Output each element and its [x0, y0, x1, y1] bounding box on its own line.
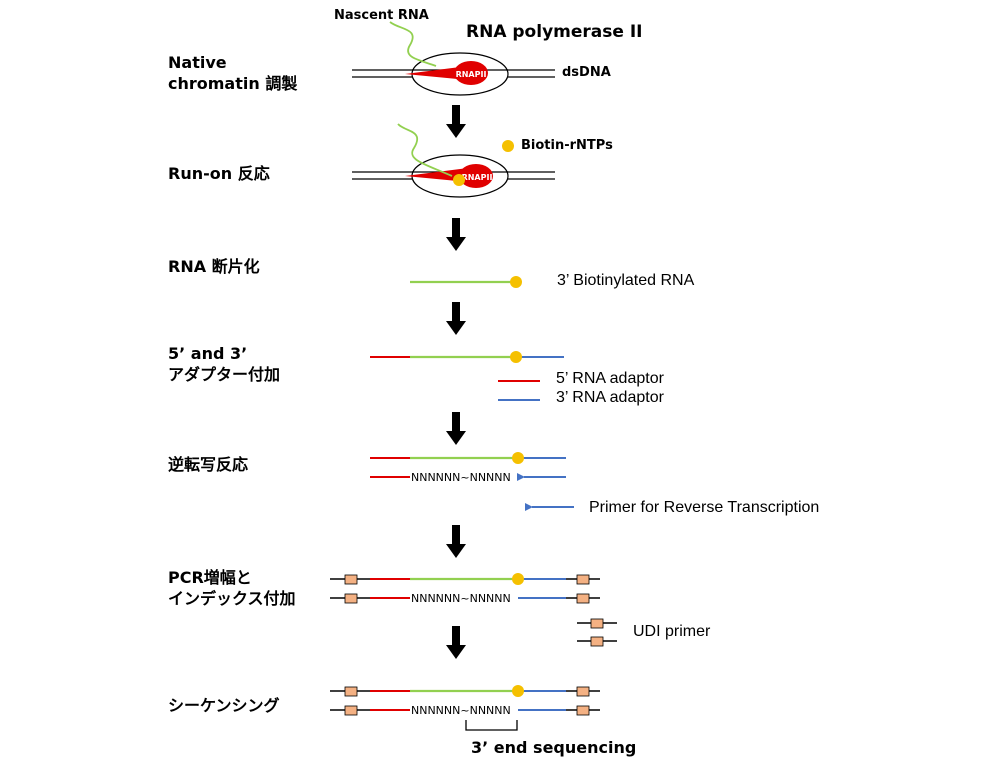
biotinylated-rna-label: 3’ Biotinylated RNA	[557, 272, 695, 289]
step-label-run-on: Run-on 反応	[168, 164, 270, 183]
polymerase-complex-2: RNAPII	[352, 123, 555, 198]
step-arrow-6	[446, 626, 466, 659]
pcr-nnn-sequence: NNNNNN~NNNNN	[411, 592, 511, 605]
seq-nnn-sequence: NNNNNN~NNNNN	[411, 704, 511, 717]
step-label-fragmentation: RNA 断片化	[168, 257, 260, 276]
rnapii-body-1	[454, 61, 488, 85]
rt-duplex: NNNNNN~NNNNN	[370, 452, 566, 484]
rna-polymerase-label: RNA polymerase II	[466, 22, 643, 42]
rnapii-text-1: RNAPII	[456, 70, 487, 79]
step-arrow-1	[446, 105, 466, 138]
biotin-rntps-label: Biotin-rNTPs	[521, 138, 613, 153]
step-label-sequencing: シーケンシング	[168, 696, 280, 715]
dsdna-label: dsDNA	[562, 65, 611, 80]
adaptor-3-label: 3’ RNA adaptor	[556, 389, 664, 406]
step-arrow-4	[446, 412, 466, 445]
udi-index-box	[576, 574, 590, 585]
biotinylated-rna-fragment	[410, 276, 522, 288]
end-sequencing-bracket	[465, 720, 518, 731]
nascent-rna-strand-2	[397, 123, 453, 177]
udi-primer-label: UDI primer	[633, 623, 711, 640]
primer-rt-label: Primer for Reverse Transcription	[589, 499, 820, 516]
step-arrow-2	[446, 218, 466, 251]
rnapii-text-2: RNAPII	[462, 173, 493, 182]
nascent-rna-label: Nascent RNA	[334, 8, 429, 23]
udi-index-box	[344, 593, 358, 604]
adaptor-5-label: 5’ RNA adaptor	[556, 370, 664, 387]
polymerase-complex-1: RNAPII	[352, 21, 555, 96]
step-arrow-5	[446, 525, 466, 558]
nascent-rna-strand-1	[389, 21, 437, 67]
step-label-rt: 逆転写反応	[168, 455, 249, 474]
step-arrow-3	[446, 302, 466, 335]
biotin-rntps-legend-dot	[502, 140, 514, 152]
adaptor-ligated-rna	[370, 351, 564, 363]
rt-nnn-sequence: NNNNNN~NNNNN	[411, 471, 511, 484]
pcr-product: NNNNNN~NNNNN	[330, 573, 600, 605]
udi-index-box	[344, 574, 358, 585]
sequencing-library: NNNNNN~NNNNN	[330, 685, 600, 731]
udi-primer-legend	[577, 618, 617, 647]
step-label-pcr: PCR増幅と インデックス付加	[168, 568, 296, 608]
step-label-native-chromatin: Native chromatin 調製	[168, 53, 298, 93]
polymerase-tail-1	[405, 66, 468, 80]
biotin-dot-3	[510, 276, 522, 288]
udi-index-box	[576, 593, 590, 604]
biotin-dot-incorporated	[453, 174, 465, 186]
step-label-adaptor: 5’ and 3’ アダプター付加	[168, 344, 281, 384]
end-sequencing-label: 3’ end sequencing	[471, 738, 637, 757]
